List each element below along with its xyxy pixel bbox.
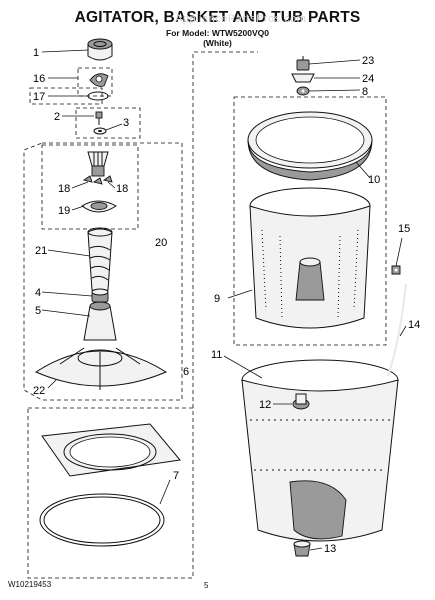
callout-18-right: 18	[116, 183, 128, 195]
tub-ring-part[interactable]	[41, 423, 181, 477]
page-title: AGITATOR, BASKET AND TUB PARTS	[74, 9, 361, 26]
drive-block-part[interactable]	[291, 73, 315, 83]
wash-basket-part[interactable]	[249, 187, 371, 329]
agitator-retainer-part[interactable]	[89, 73, 109, 87]
callout-13: 13	[324, 543, 336, 555]
balance-ring-part[interactable]	[247, 111, 373, 181]
model-line: For Model: WTW5200VQ0	[166, 28, 269, 38]
cam-assembly-part[interactable]	[87, 151, 109, 177]
bolt-part[interactable]	[95, 111, 103, 125]
drive-nut-part[interactable]	[296, 56, 310, 71]
callout-14: 14	[408, 319, 420, 331]
callout-15: 15	[398, 223, 410, 235]
spanner-nut-part[interactable]	[296, 86, 310, 96]
callout-17: 17	[33, 91, 45, 103]
callout-1: 1	[33, 47, 39, 59]
callout-8: 8	[362, 86, 368, 98]
callout-12: 12	[259, 399, 271, 411]
document-number: W10219453	[8, 580, 52, 589]
callout-21: 21	[35, 245, 47, 257]
group-box-6	[27, 407, 194, 579]
callout-5: 5	[35, 305, 41, 317]
washer-part[interactable]	[93, 127, 107, 135]
tub-hub-part[interactable]	[292, 393, 310, 410]
group-box-basket	[233, 96, 387, 346]
tub-seal-part[interactable]	[39, 493, 165, 547]
leader-lines	[41, 49, 407, 551]
callout-3: 3	[123, 117, 129, 129]
callout-18-left: 18	[58, 183, 70, 195]
agitator-cap-part[interactable]	[87, 38, 113, 61]
group-box-16	[77, 67, 113, 97]
page-number: 5	[204, 581, 209, 590]
callout-4: 4	[35, 287, 41, 299]
outer-tub-part[interactable]	[241, 359, 399, 542]
callout-2: 2	[54, 111, 60, 123]
callout-22: 22	[33, 385, 45, 397]
group-box-18-19	[41, 144, 139, 230]
callout-11: 11	[211, 349, 222, 361]
callout-7: 7	[173, 470, 179, 482]
callout-24: 24	[362, 73, 374, 85]
group-box-17	[29, 87, 103, 105]
drain-nut-part[interactable]	[293, 540, 311, 557]
connector-dash-top	[192, 51, 258, 408]
model-subtitle: For Model: WTW5200VQ0 (White)	[0, 28, 435, 48]
agitator-dogs-part[interactable]	[82, 175, 113, 185]
callout-6: 6	[183, 366, 189, 378]
overflow-hose-part[interactable]	[387, 283, 407, 377]
group-box-agitator	[23, 142, 183, 401]
watermark-text: AppliancePartsPros.com	[175, 13, 307, 25]
agitator-base-part[interactable]	[34, 301, 168, 390]
group-box-2-3	[75, 107, 141, 139]
callout-10: 10	[368, 174, 380, 186]
callout-9: 9	[214, 293, 220, 305]
hose-clip-part[interactable]	[391, 265, 401, 275]
bearing-part[interactable]	[91, 288, 109, 303]
callout-16: 16	[33, 73, 45, 85]
auger-part[interactable]	[87, 227, 113, 293]
cam-ring-part[interactable]	[81, 200, 117, 213]
callout-23: 23	[362, 55, 374, 67]
color-line: (White)	[203, 38, 232, 48]
o-ring-part[interactable]	[87, 91, 109, 101]
callout-20: 20	[155, 237, 167, 249]
callout-19: 19	[58, 205, 70, 217]
